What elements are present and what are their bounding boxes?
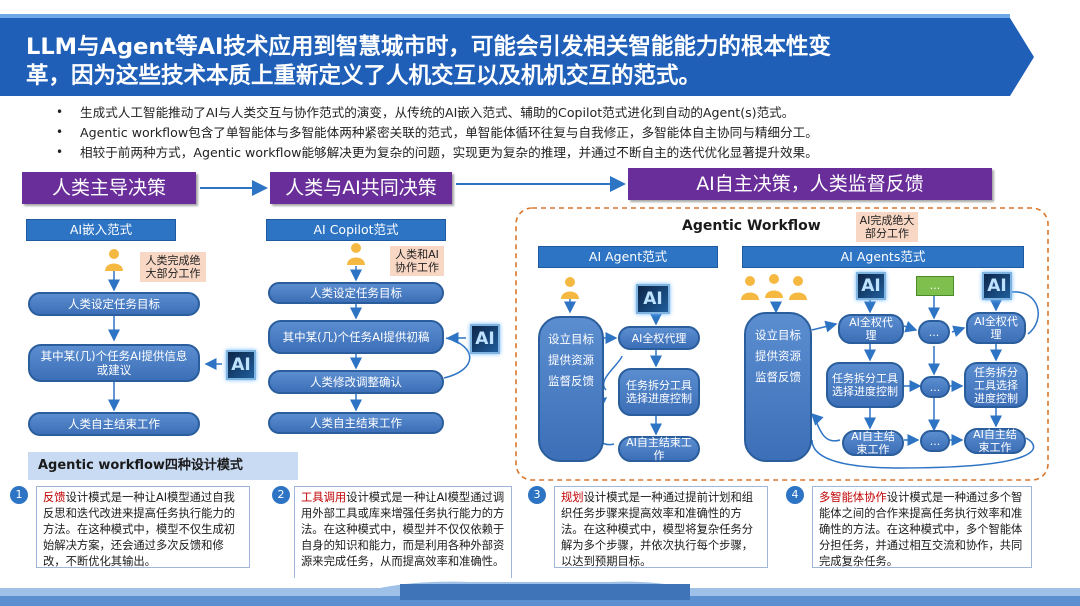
pattern-1-text: 设计模式是一种让AI模型通过自我反思和迭代改进来提高任务执行能力的方法。在这种模… <box>43 491 236 568</box>
multi-ai-finish-2: AI自主结束工作 <box>964 428 1026 454</box>
phase-co-decision: 人类与AI共同决策 <box>270 172 452 204</box>
ai-icon: AI <box>636 284 670 314</box>
multi-ai-proxy-2: AI全权代理 <box>966 312 1026 344</box>
single-human-resource: 提供资源 <box>548 353 594 367</box>
ai-icon: AI <box>856 272 886 300</box>
copilot-note: 人类和AI协作工作 <box>390 246 444 276</box>
agentic-workflow-label: Agentic Workflow <box>682 218 821 234</box>
multi-ai-proxy-1: AI全权代理 <box>838 314 904 344</box>
multi-ellipsis-3: ... <box>920 430 950 452</box>
copilot-paradigm-header: AI Copilot范式 <box>266 219 446 241</box>
pattern-3-key: 规划 <box>561 491 584 504</box>
pattern-4-key: 多智能体协作 <box>819 491 887 504</box>
single-human-role: 设立目标 提供资源 监督反馈 <box>538 316 604 462</box>
copilot-step-1: 人类设定任务目标 <box>268 282 444 304</box>
multi-task-split-2: 任务拆分工具选择进度控制 <box>964 362 1028 408</box>
copilot-step-3: 人类修改调整确认 <box>268 370 444 394</box>
person-icon <box>347 243 365 265</box>
pattern-4-number: 4 <box>786 486 804 504</box>
phase-ai-autonomous: AI自主决策，人类监督反馈 <box>628 168 992 200</box>
pattern-3-text: 设计模式是一种通过提前计划和组织任务步骤来提高效率和准确性的方法。在这种模式中，… <box>561 491 754 568</box>
pattern-1-number: 1 <box>10 486 28 504</box>
embed-note: 人类完成绝大部分工作 <box>140 252 206 282</box>
patterns-title: Agentic workflow四种设计模式 <box>28 452 298 480</box>
multi-human-role: 设立目标 提供资源 监督反馈 <box>744 312 812 462</box>
pattern-2-key: 工具调用 <box>301 491 347 504</box>
multi-human-resource: 提供资源 <box>755 349 801 363</box>
embed-step-3: 人类自主结束工作 <box>28 412 200 436</box>
person-icon <box>561 277 579 299</box>
ai-icon: AI <box>982 272 1012 300</box>
bullet-3-text: 相较于前两种方式，Agentic workflow能够解决更为复杂的问题，实现更… <box>80 145 818 160</box>
ai-icon: AI <box>226 350 256 380</box>
pattern-2-number: 2 <box>272 486 290 504</box>
copilot-step-4: 人类自主结束工作 <box>268 412 444 434</box>
pattern-4-text: 设计模式是一种通过多个智能体之间的合作来提高任务执行效率和准确性的方法。在这种模… <box>819 491 1023 568</box>
multi-task-split-1: 任务拆分工具选择进度控制 <box>826 362 904 408</box>
multi-ellipsis-1: ... <box>918 320 950 344</box>
person-icon <box>105 249 123 271</box>
bullet-2-text: Agentic workflow包含了单智能体与多智能体两种紧密关联的范式，单智… <box>80 125 818 140</box>
embed-step-1: 人类设定任务目标 <box>28 292 200 316</box>
pattern-1-key: 反馈 <box>43 491 66 504</box>
multi-ai-finish-1: AI自主结束工作 <box>842 430 904 456</box>
multi-ellipsis-2: ... <box>920 376 950 398</box>
multi-agent-header: AI Agents范式 <box>742 246 1024 268</box>
bullet-1-text: 生成式人工智能推动了AI与人类交互与协作范式的演变，从传统的AI嵌入范式、辅助的… <box>80 105 795 120</box>
multi-human-supervise: 监督反馈 <box>755 370 801 384</box>
pattern-2-text: 设计模式是一种让AI模型通过调用外部工具或库来增强任务执行能力的方法。在这种模式… <box>301 491 505 568</box>
single-human-supervise: 监督反馈 <box>548 374 594 388</box>
pattern-1-desc: 反馈设计模式是一种让AI模型通过自我反思和迭代改进来提高任务执行能力的方法。在这… <box>36 486 250 568</box>
page-title-line-2: 革，因为这些技术本质上重新定义了人机交互以及机机交互的范式。 <box>26 63 702 89</box>
embed-step-2: 其中某(几)个任务AI提供信息或建议 <box>28 344 200 382</box>
footer-decoration <box>0 578 1080 606</box>
embed-paradigm-header: AI嵌入范式 <box>26 219 176 241</box>
single-human-goal: 设立目标 <box>548 332 594 346</box>
single-agent-header: AI Agent范式 <box>538 246 718 268</box>
single-task-split: 任务拆分工具选择进度控制 <box>618 368 700 416</box>
pattern-2-desc: 工具调用设计模式是一种让AI模型通过调用外部工具或库来增强任务执行能力的方法。在… <box>294 486 512 584</box>
pattern-3-number: 3 <box>528 486 546 504</box>
phase-human-led: 人类主导决策 <box>22 172 196 204</box>
pattern-3-desc: 规划设计模式是一种通过提前计划和组织任务步骤来提高效率和准确性的方法。在这种模式… <box>554 486 768 568</box>
person-group-icon <box>741 274 807 300</box>
single-ai-finish: AI自主结束工作 <box>618 436 700 462</box>
single-ai-proxy: AI全权代理 <box>618 326 700 350</box>
agentic-note: AI完成绝大部分工作 <box>856 212 918 242</box>
ai-icon: AI <box>470 324 500 354</box>
multi-human-goal: 设立目标 <box>755 328 801 342</box>
copilot-step-2: 其中某(几)个任务AI提供初稿 <box>268 320 444 354</box>
page-title-line-1: LLM与Agent等AI技术应用到智慧城市时，可能会引发相关智能能力的根本性变 <box>26 34 831 60</box>
title-banner <box>0 14 1034 96</box>
agent-placeholder: ... <box>916 276 954 296</box>
pattern-4-desc: 多智能体协作设计模式是一种通过多个智能体之间的合作来提高任务执行效率和准确性的方… <box>812 486 1032 568</box>
